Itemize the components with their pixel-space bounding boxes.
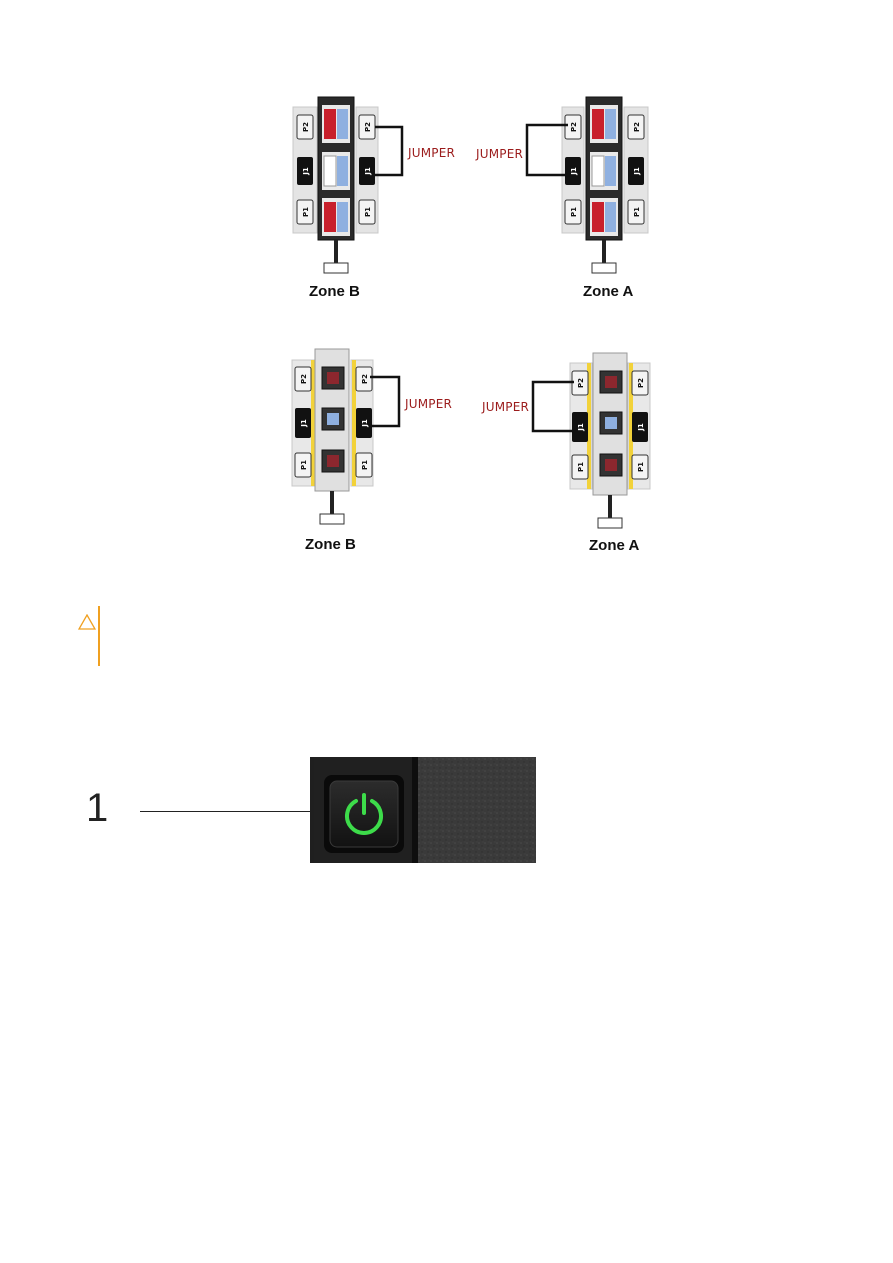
zone-b-assembly — [292, 96, 404, 274]
fig2-zone-a-right-p2-label: P2 — [637, 378, 645, 388]
fig2-zone-a-left-p1-label: P1 — [577, 462, 585, 472]
callout-leader-line — [140, 811, 330, 812]
fig2-zone-b-right-j1-label: J1 — [361, 419, 369, 428]
fig2-zone-a-left-p2-label: P2 — [577, 378, 585, 388]
fig2-zone-b-left-p1-label: P1 — [300, 460, 308, 470]
figure-1-jumper-label-left: JUMPER — [408, 146, 456, 160]
fig2-zone-b-left-j1-label: J1 — [300, 419, 308, 428]
figure-1-zone-a-label: Zone A — [583, 283, 634, 300]
power-button-photo — [310, 757, 536, 863]
fig2-zone-a-right-j1-label: J1 — [637, 423, 645, 432]
zone-a-left-p2-label: P2 — [570, 122, 578, 132]
fig2-zone-b-right-p2-label: P2 — [361, 374, 369, 384]
zone-a-right-j1-label: J1 — [633, 167, 641, 176]
figure-1-svg: P2 J1 P1 P2 J1 P1 P2 J1 P1 P2 J1 P1 — [292, 96, 649, 274]
figure-2-zone-a-label: Zone A — [589, 537, 640, 554]
figure-2-jumper-label-left: JUMPER — [405, 397, 453, 411]
zone-a-left-p1-label: P1 — [570, 207, 578, 217]
power-icon[interactable] — [345, 793, 383, 835]
zone-b-left-p1-label: P1 — [302, 207, 310, 217]
zone-a-left-j1-label: J1 — [570, 167, 578, 176]
caution-bar — [98, 606, 100, 666]
figure-1-zone-b-label: Zone B — [309, 283, 360, 300]
fig2-zone-b-right-p1-label: P1 — [361, 460, 369, 470]
fig2-zone-a-right-p1-label: P1 — [637, 462, 645, 472]
figure-2-zone-b-label: Zone B — [305, 536, 356, 553]
zone-a-right-p1-label: P1 — [633, 207, 641, 217]
zone-b-left-p2-label: P2 — [302, 122, 310, 132]
figure-2-svg: P2 J1 P1 P2 J1 P1 P2 J1 P1 P2 J1 P1 — [291, 348, 651, 529]
figure-1-jumper-label-right: JUMPER — [476, 147, 524, 161]
figure-1-jumper-diagram: P2 J1 P1 P2 J1 P1 P2 J1 P1 P2 J1 P1 JUMP… — [280, 95, 680, 305]
figure-2-jumper-label-right: JUMPER — [482, 400, 530, 414]
caution-triangle-icon — [78, 614, 96, 630]
caution-marker — [78, 606, 108, 668]
zone-b-left-j1-label: J1 — [302, 167, 310, 176]
zone-b-right-p1-label: P1 — [364, 207, 372, 217]
power-button-photo-svg — [310, 757, 536, 863]
fig2-zone-a-left-j1-label: J1 — [577, 423, 585, 432]
callout-number: 1 — [86, 786, 109, 830]
fig2-zone-b-left-p2-label: P2 — [300, 374, 308, 384]
zone-a-assembly-2 — [531, 352, 651, 529]
zone-a-assembly — [525, 96, 649, 274]
figure-2-jumper-diagram: P2 J1 P1 P2 J1 P1 P2 J1 P1 P2 J1 P1 JUMP… — [280, 345, 680, 560]
zone-b-right-j1-label: J1 — [364, 167, 372, 176]
zone-a-right-p2-label: P2 — [633, 122, 641, 132]
zone-b-assembly-2 — [291, 348, 401, 525]
zone-b-right-p2-label: P2 — [364, 122, 372, 132]
